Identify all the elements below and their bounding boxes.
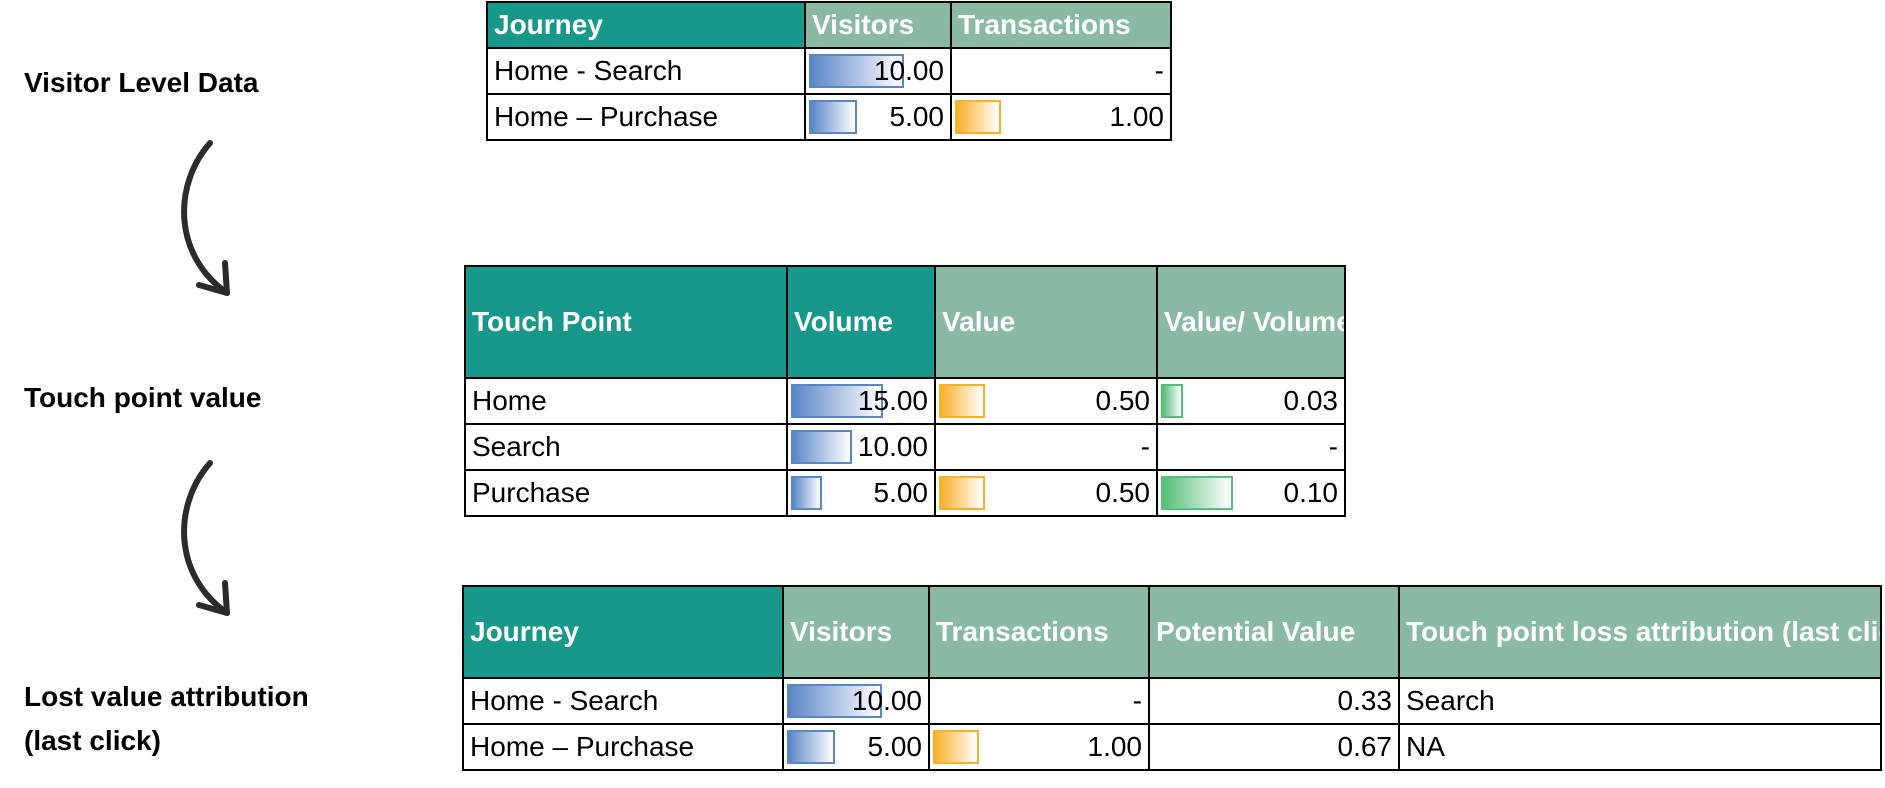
- transactions-value: -: [1132, 685, 1142, 716]
- transactions-value: 1.00: [1109, 101, 1165, 132]
- ratio-value: 0.10: [1283, 477, 1339, 508]
- ratio-value: -: [1328, 431, 1338, 462]
- value-value: 0.50: [1095, 477, 1151, 508]
- header-volume: Volume: [786, 265, 936, 379]
- transactions-cell: 1.00: [928, 723, 1150, 771]
- data-bar: [809, 54, 904, 88]
- visitors-value: 10.00: [873, 55, 944, 86]
- ratio-cell: -: [1156, 423, 1346, 471]
- data-bar: [791, 430, 852, 464]
- data-bar: [1161, 384, 1183, 418]
- touch-point-cell: Purchase: [464, 469, 788, 517]
- data-bar: [791, 384, 883, 418]
- data-bar: [787, 684, 882, 718]
- lost-value-label-line1: Lost value attribution: [24, 681, 309, 712]
- volume-cell: 5.00: [786, 469, 936, 517]
- data-bar: [787, 730, 835, 764]
- data-bar: [933, 730, 979, 764]
- volume-value: 15.00: [857, 385, 928, 416]
- volume-value: 10.00: [857, 431, 928, 462]
- header-transactions: Transactions: [950, 1, 1172, 49]
- visitors-cell: 10.00: [804, 47, 952, 95]
- potential-value-cell: 0.33: [1148, 677, 1400, 725]
- header-visitors: Visitors: [804, 1, 952, 49]
- header-touch-point: Touch Point: [464, 265, 788, 379]
- volume-cell: 15.00: [786, 377, 936, 425]
- potential-value-cell: 0.67: [1148, 723, 1400, 771]
- visitors-cell: 5.00: [782, 723, 930, 771]
- value-cell: -: [934, 423, 1158, 471]
- data-bar: [1161, 476, 1233, 510]
- touch-point-cell: Home: [464, 377, 788, 425]
- table-row: Home – Purchase 5.00 1.00 0.67 NA: [462, 723, 1882, 771]
- header-potential-value: Potential Value: [1148, 585, 1400, 679]
- data-bar: [809, 100, 857, 134]
- table-row: Home – Purchase 5.00 1.00: [486, 93, 1172, 141]
- volume-value: 5.00: [873, 477, 929, 508]
- visitors-value: 10.00: [851, 685, 922, 716]
- header-journey: Journey: [486, 1, 806, 49]
- touch-point-table: Touch Point Volume Value Value/ Volume H…: [464, 265, 1346, 517]
- header-loss-attribution: Touch point loss attribution (last click…: [1398, 585, 1882, 679]
- curved-arrow-down-icon-2: [181, 460, 230, 616]
- touch-point-value-label: Touch point value: [24, 382, 262, 413]
- visitors-value: 5.00: [867, 731, 923, 762]
- ratio-cell: 0.03: [1156, 377, 1346, 425]
- journey-cell: Home - Search: [486, 47, 806, 95]
- journey-cell: Home – Purchase: [462, 723, 784, 771]
- header-value-volume: Value/ Volume: [1156, 265, 1346, 379]
- value-value: -: [1140, 431, 1150, 462]
- visitor-level-label: Visitor Level Data: [24, 67, 259, 98]
- transactions-value: 1.00: [1087, 731, 1143, 762]
- lost-value-table: Journey Visitors Transactions Potential …: [462, 585, 1882, 771]
- curved-arrow-down-icon: [181, 140, 230, 296]
- touch-point-cell: Search: [464, 423, 788, 471]
- header-transactions: Transactions: [928, 585, 1150, 679]
- visitors-value: 5.00: [889, 101, 945, 132]
- journey-cell: Home – Purchase: [486, 93, 806, 141]
- lost-value-label-line2: (last click): [24, 725, 161, 756]
- value-value: 0.50: [1095, 385, 1151, 416]
- table-row: Home - Search 10.00 - 0.33 Search: [462, 677, 1882, 725]
- visitors-cell: 10.00: [782, 677, 930, 725]
- ratio-value: 0.03: [1283, 385, 1339, 416]
- attribution-cell: Search: [1398, 677, 1882, 725]
- table-row: Home - Search 10.00 -: [486, 47, 1172, 95]
- data-bar: [955, 100, 1001, 134]
- transactions-cell: 1.00: [950, 93, 1172, 141]
- header-value: Value: [934, 265, 1158, 379]
- table-row: Purchase 5.00 0.50 0.10: [464, 469, 1346, 517]
- data-bar: [791, 476, 822, 510]
- ratio-cell: 0.10: [1156, 469, 1346, 517]
- attribution-cell: NA: [1398, 723, 1882, 771]
- table-row: Home 15.00 0.50 0.03: [464, 377, 1346, 425]
- transactions-cell: -: [928, 677, 1150, 725]
- transactions-value: -: [1154, 55, 1164, 86]
- data-bar: [939, 476, 985, 510]
- volume-cell: 10.00: [786, 423, 936, 471]
- value-cell: 0.50: [934, 469, 1158, 517]
- header-journey: Journey: [462, 585, 784, 679]
- journey-cell: Home - Search: [462, 677, 784, 725]
- visitor-level-table: Journey Visitors Transactions Home - Sea…: [486, 1, 1172, 141]
- transactions-cell: -: [950, 47, 1172, 95]
- header-visitors: Visitors: [782, 585, 930, 679]
- visitors-cell: 5.00: [804, 93, 952, 141]
- value-cell: 0.50: [934, 377, 1158, 425]
- table-row: Search 10.00 - -: [464, 423, 1346, 471]
- data-bar: [939, 384, 985, 418]
